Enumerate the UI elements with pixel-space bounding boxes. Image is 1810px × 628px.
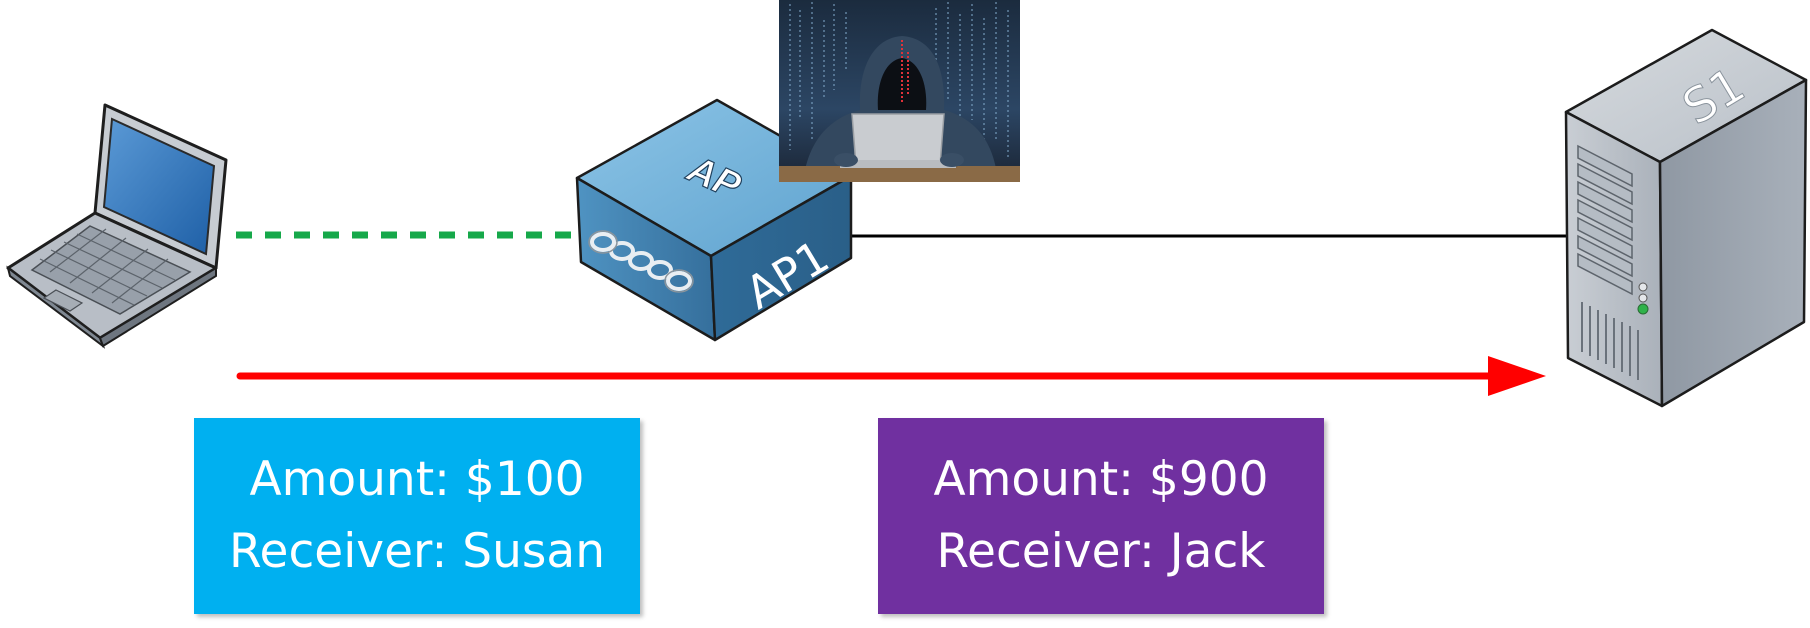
hooded-hacker-photo — [779, 0, 1020, 182]
modified-amount: Amount: $900 — [933, 452, 1269, 507]
laptop-icon — [6, 103, 228, 349]
original-receiver: Receiver: Susan — [229, 524, 605, 579]
modified-message-box: Amount: $900 Receiver: Jack — [878, 418, 1324, 614]
traffic-arrow — [236, 356, 1546, 396]
server-tower-icon: S1 — [1564, 28, 1808, 408]
modified-receiver: Receiver: Jack — [936, 524, 1266, 579]
original-amount: Amount: $100 — [249, 452, 585, 507]
original-message-box: Amount: $100 Receiver: Susan — [194, 418, 640, 614]
